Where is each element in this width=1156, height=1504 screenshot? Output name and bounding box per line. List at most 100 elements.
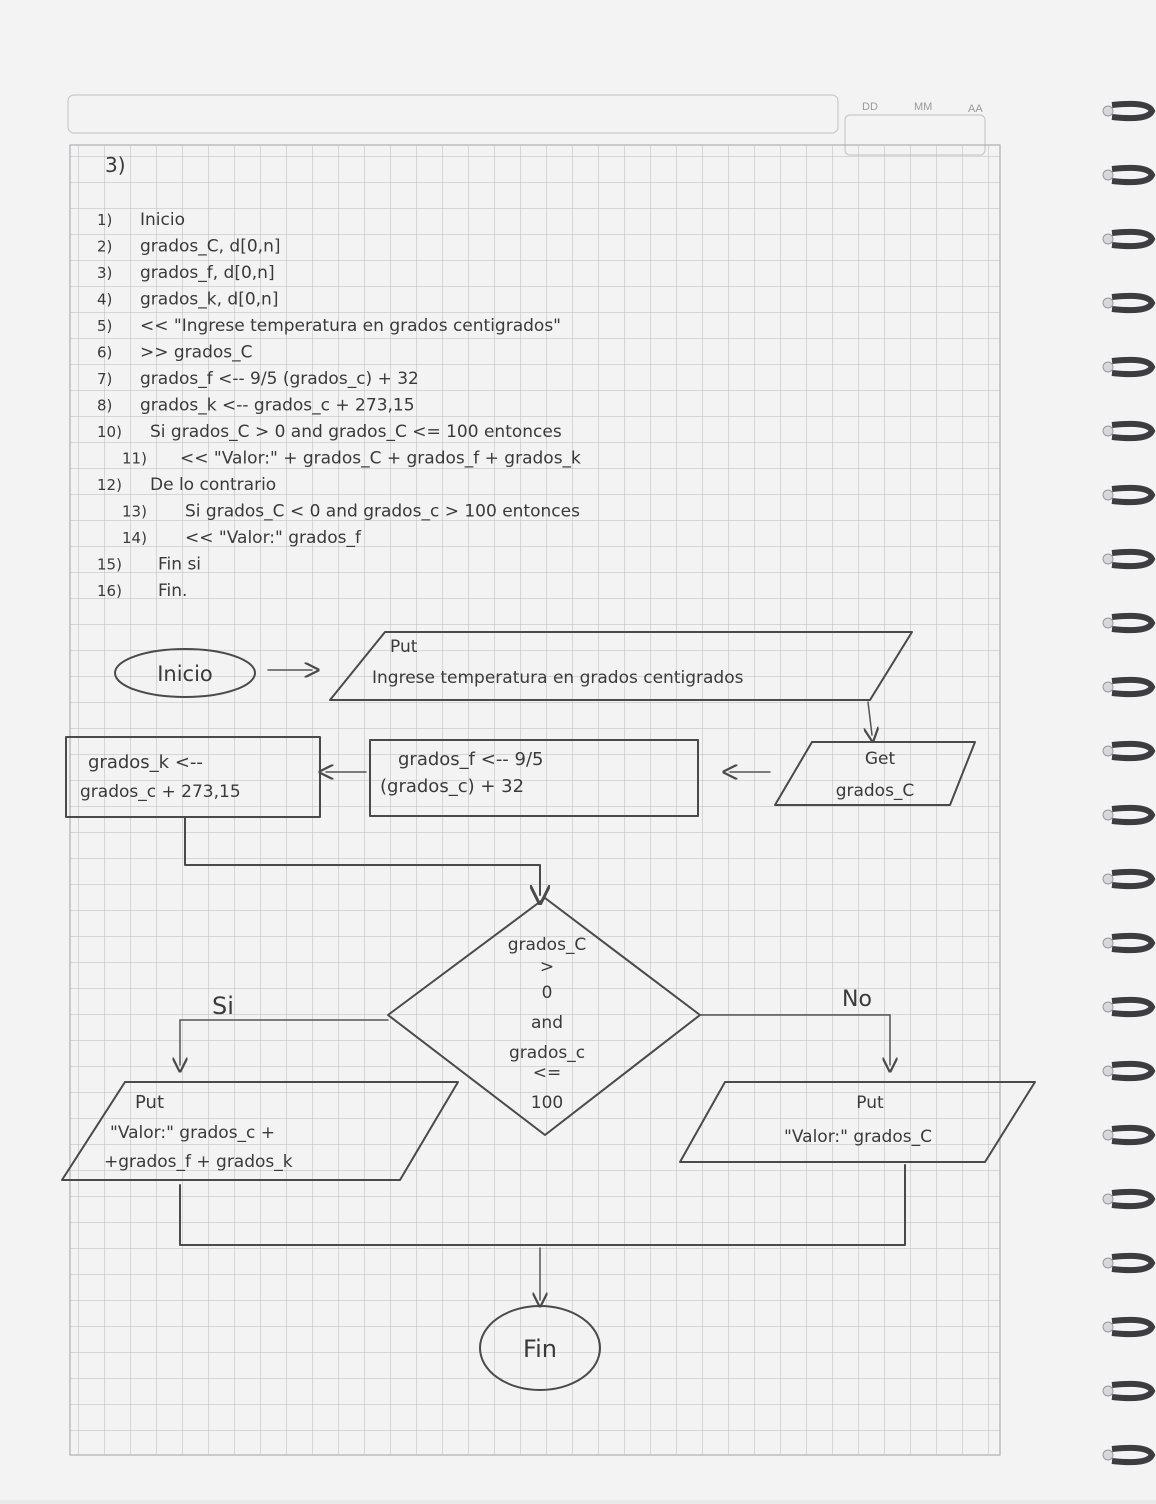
algorithm-step-text: grados_k, d[0,n] [140,290,278,310]
date-label-mm: MM [914,101,932,113]
output-yes-parallelogram [61,1081,459,1181]
decision-text-line: grados_C [508,935,587,955]
output-no-parallelogram [679,1081,1036,1163]
spiral-ring [1111,356,1156,378]
algorithm-step-text: << "Valor:" grados_f [185,528,362,548]
decision-text-line: grados_c [509,1043,585,1063]
spiral-ring [1111,804,1156,826]
punch-hole [1102,1449,1114,1461]
algorithm-step-number: 5) [97,317,112,335]
output-yes-line3: +grados_f + grados_k [104,1152,293,1172]
algorithm-step-text: Si grados_C < 0 and grados_c > 100 enton… [185,502,580,522]
punch-hole [1102,489,1114,501]
algorithm-step-number: 1) [97,211,112,229]
algorithm-step-number: 6) [97,344,112,362]
spiral-ring [1111,612,1156,634]
punch-hole [1102,233,1114,245]
start-terminal [114,648,256,698]
arrow-input-to-get [868,701,872,735]
algorithm-step-number: 12) [97,476,122,494]
decision-text-line: and [531,1013,563,1033]
header-title-box [67,94,839,134]
end-terminal [479,1305,601,1391]
output-no-put: Put [856,1093,884,1113]
punch-hole [1102,681,1114,693]
decision-text-line: 0 [542,983,553,1003]
decision-diamond [387,897,701,1136]
punch-hole [1102,105,1114,117]
output-yes-put: Put [135,1092,164,1113]
algorithm-step-text: grados_C, d[0,n] [140,237,280,257]
punch-hole [1102,1257,1114,1269]
punch-hole [1102,745,1114,757]
no-label: No [842,987,872,1012]
algorithm-step-number: 14) [122,529,147,547]
get-parallelogram [774,741,976,806]
input-prompt-parallelogram [329,631,913,701]
output-yes-line2: "Valor:" grados_c + [110,1123,275,1143]
get-label: Get [865,749,896,769]
algorithm-step-text: Fin si [158,555,201,575]
punch-hole [1102,297,1114,309]
spiral-ring [1111,548,1156,570]
calc-fahrenheit-process [369,739,699,817]
algorithm-list: 1) Inicio 2) grados_C, d[0,n] 3) grados_f, d[… [97,210,581,601]
algorithm-step-text: Inicio [140,210,185,230]
punch-hole [1102,1321,1114,1333]
no-branch-line [699,1014,890,1065]
grid-area [69,144,1001,1456]
punch-hole [1102,361,1114,373]
connector-to-decision [184,817,540,895]
algorithm-step-number: 3) [97,264,112,282]
punch-hole [1102,425,1114,437]
algorithm-step-number: 2) [97,238,112,256]
decision-text-line: > [540,957,554,977]
input-put-label: Put [390,637,418,657]
punch-hole [1102,617,1114,629]
spiral-ring [1111,420,1156,442]
spiral-ring [1111,868,1156,890]
spiral-ring [1111,676,1156,698]
algorithm-step-text: grados_f, d[0,n] [140,263,275,283]
calc-k-line1: grados_k <-- [88,752,203,773]
algorithm-step-number: 8) [97,397,112,415]
punch-hole [1102,1001,1114,1013]
punch-hole [1102,873,1114,885]
spiral-ring [1111,932,1156,954]
date-label-dd: DD [862,101,878,113]
spiral-ring [1111,1060,1156,1082]
spiral-ring [1111,1316,1156,1338]
end-label: Fin [523,1335,557,1363]
input-prompt-text: Ingrese temperatura en grados centigrado… [372,668,744,688]
start-label: Inicio [157,662,213,686]
get-variable: grados_C [836,781,915,801]
punch-hole [1102,937,1114,949]
algorithm-step-number: 11) [122,450,147,468]
algorithm-step-text: << "Ingrese temperatura en grados centig… [140,316,561,336]
punch-hole [1102,553,1114,565]
punch-hole [1102,1385,1114,1397]
algorithm-step-text: grados_f <-- 9/5 (grados_c) + 32 [140,369,419,389]
algorithm-step-text: De lo contrario [150,475,276,495]
algorithm-step-number: 7) [97,370,112,388]
decision-text-line: <= [533,1063,562,1083]
algorithm-step-text: << "Valor:" + grados_C + grados_f + grad… [180,449,581,469]
calc-k-line2: grados_c + 273,15 [80,782,241,802]
algorithm-step-text: Fin. [158,581,187,601]
output-no-text: "Valor:" grados_C [784,1127,932,1147]
spiral-ring [1111,1252,1156,1274]
calc-f-line1: grados_f <-- 9/5 [398,749,544,770]
spiral-ring [1111,1188,1156,1210]
yes-branch-line [180,1019,389,1065]
spiral-ring [1111,1124,1156,1146]
punch-hole [1102,1193,1114,1205]
merge-line [179,1164,906,1246]
punch-hole [1102,1065,1114,1077]
punch-hole [1102,809,1114,821]
spiral-ring [1111,164,1156,186]
spiral-ring [1111,100,1156,122]
algorithm-step-number: 16) [97,582,122,600]
